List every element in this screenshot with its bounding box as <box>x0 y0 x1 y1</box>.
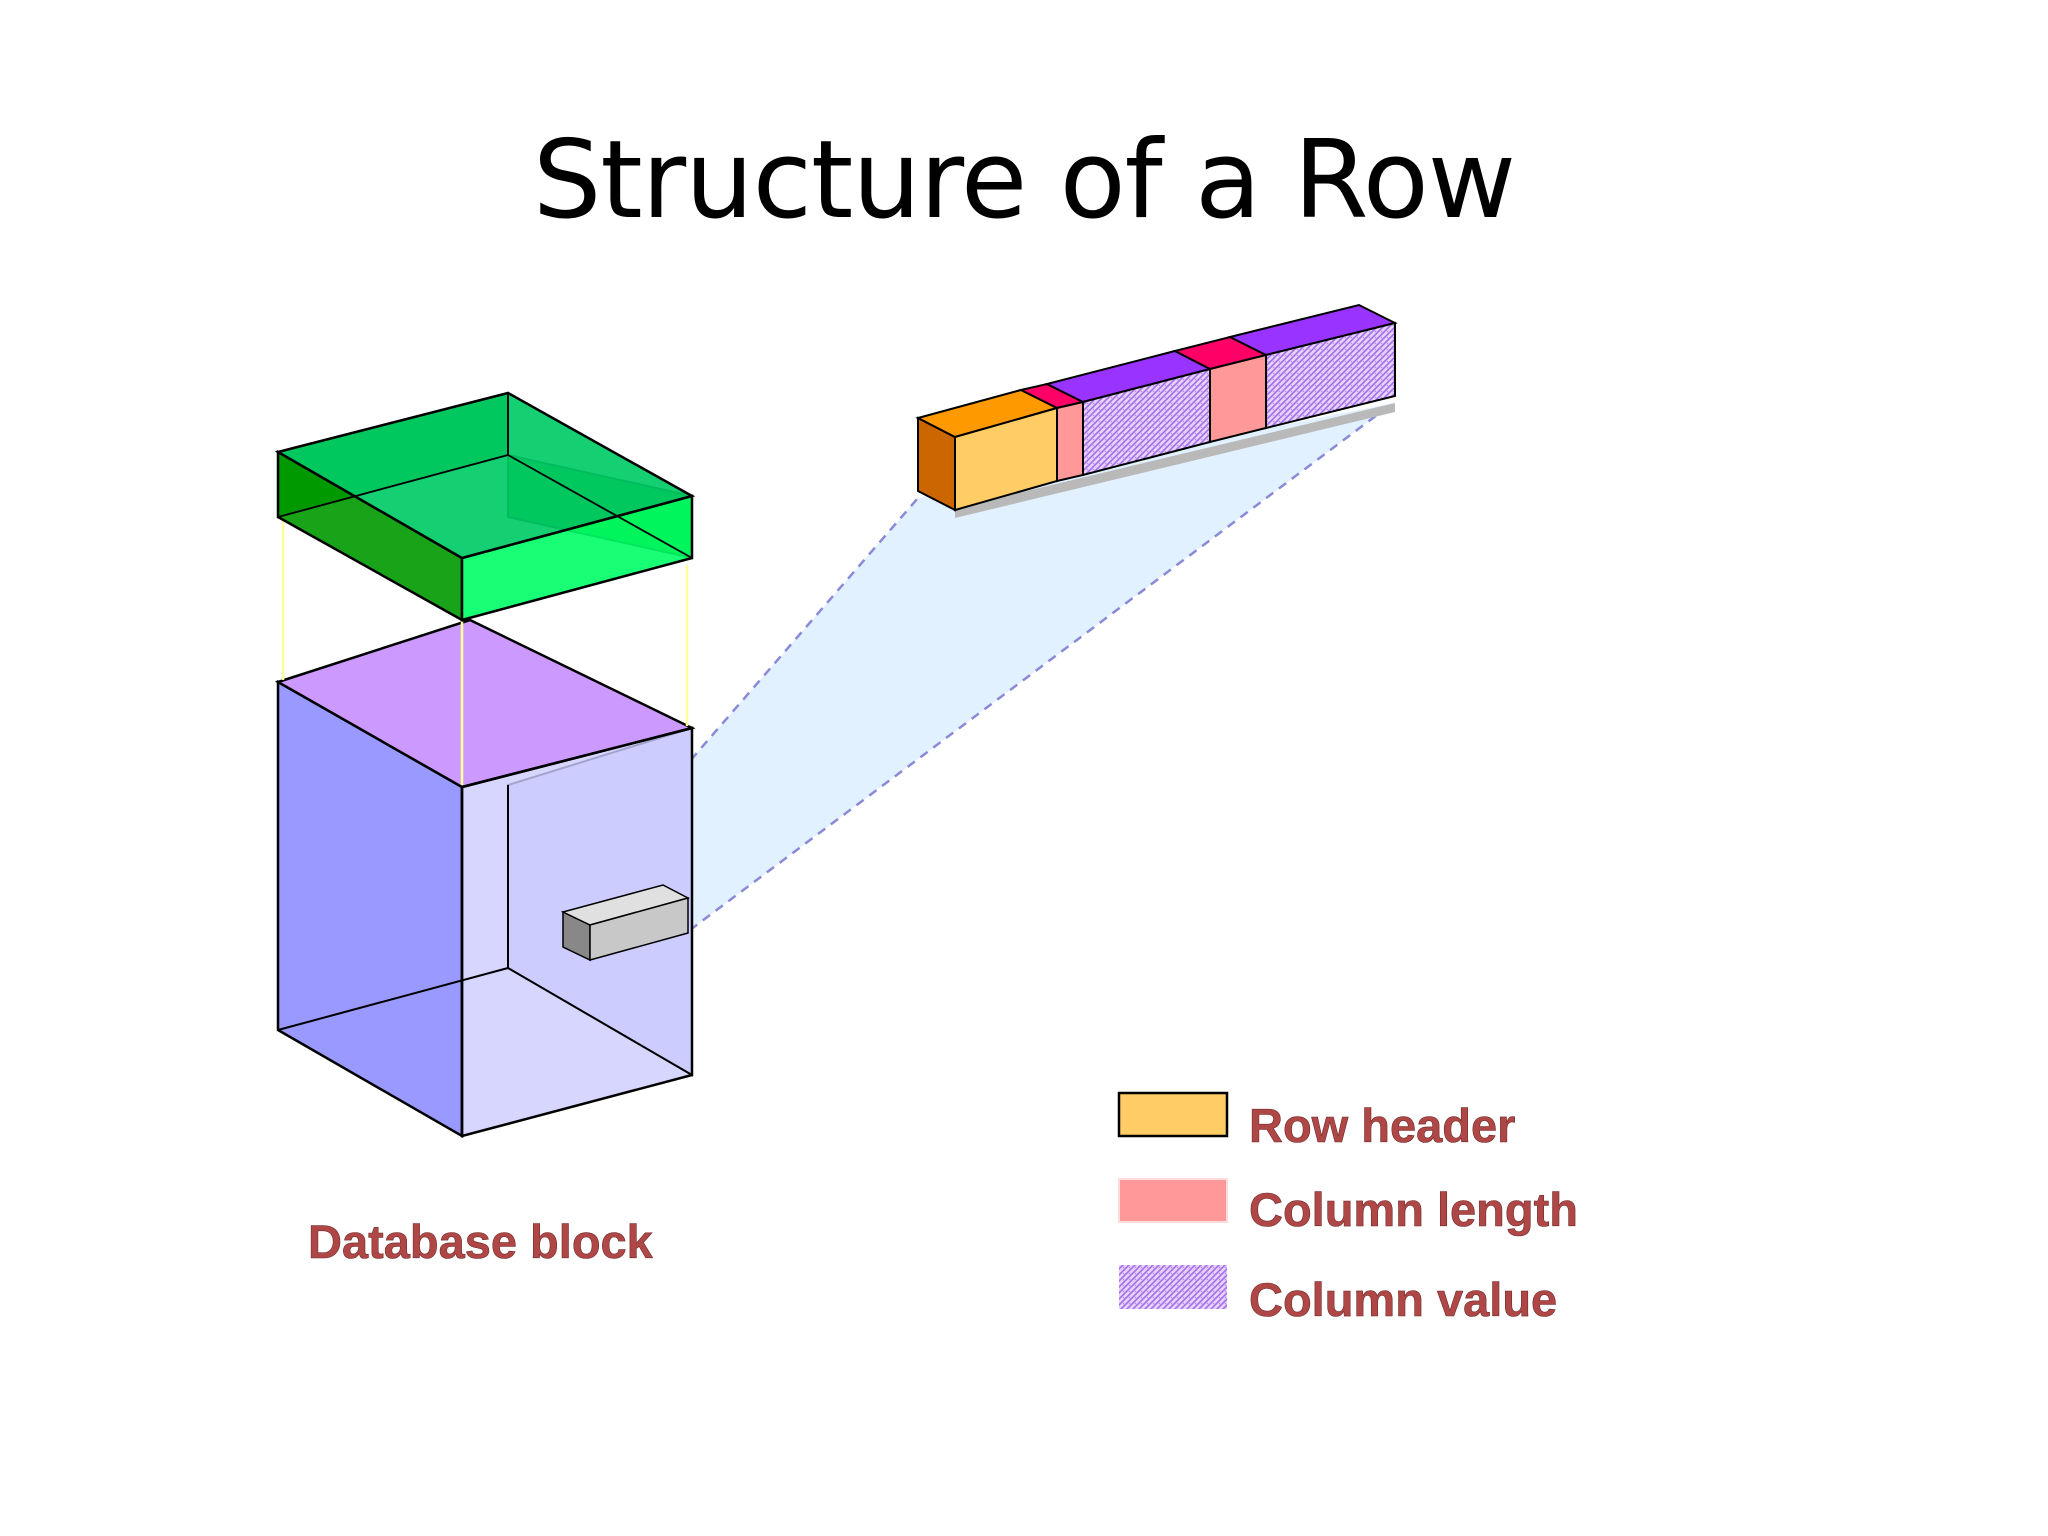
guide-lines <box>281 517 689 785</box>
legend-label-row-header: Row header <box>1249 1099 1515 1152</box>
slide-title: Structure of a Row <box>532 118 1516 243</box>
legend-label-column-length: Column length <box>1249 1183 1578 1236</box>
database-block-label: Database block <box>308 1215 654 1268</box>
legend-swatch-column-length <box>1118 1178 1228 1223</box>
header-top-face <box>274 391 696 560</box>
legend-swatch-column-value <box>1119 1265 1227 1309</box>
column-value-2-segment <box>1265 321 1396 430</box>
block-header-slab <box>274 391 696 623</box>
database-block <box>274 618 696 1139</box>
projection-line-lower <box>689 401 1394 932</box>
projection-line-upper <box>564 497 919 906</box>
enlarged-row <box>915 303 1398 518</box>
legend: Row header Column length Column value <box>1117 1091 1578 1326</box>
legend-label-column-value: Column value <box>1249 1273 1557 1326</box>
column-length-2-segment <box>1209 353 1267 444</box>
projection-beam <box>565 403 1393 930</box>
legend-swatch-row-header <box>1117 1091 1229 1138</box>
column-length-1-segment <box>1056 400 1084 483</box>
row-in-block <box>560 884 691 962</box>
